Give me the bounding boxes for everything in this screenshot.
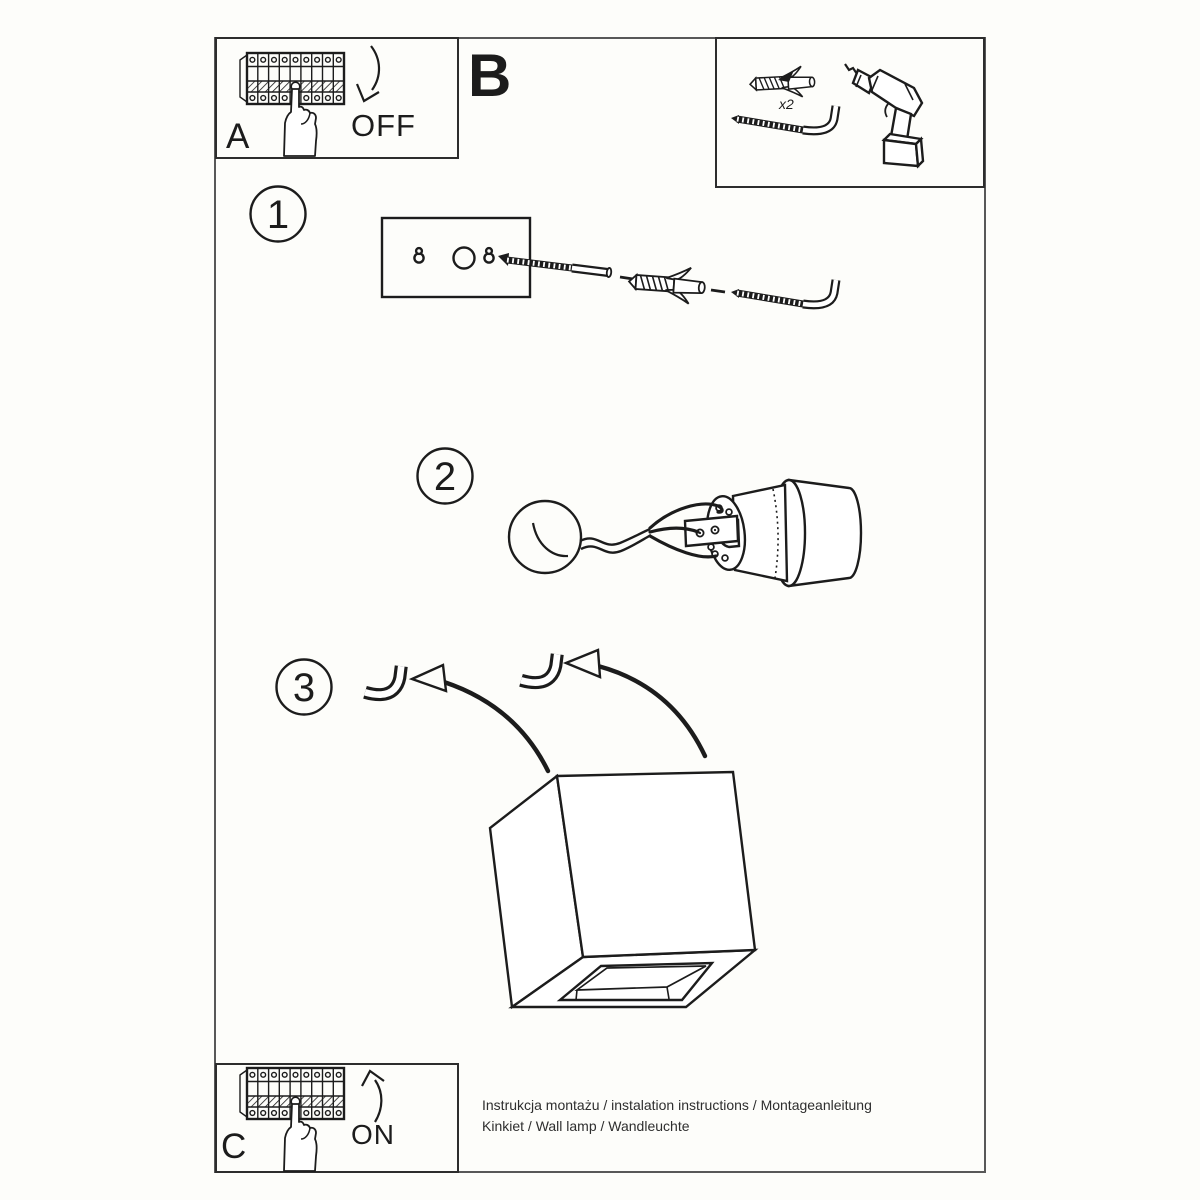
step-1: 1 xyxy=(249,185,837,305)
power-on-panel: C ON xyxy=(215,1063,459,1173)
assembly-dash xyxy=(619,275,634,281)
step-1-number: 1 xyxy=(267,193,289,237)
footer-line-1: Instrukcja montażu / instalation instruc… xyxy=(482,1097,872,1113)
panel-c-state: ON xyxy=(351,1119,395,1150)
footer-line-2: Kinkiet / Wall lamp / Wandleuchte xyxy=(482,1118,690,1134)
screw-icon xyxy=(498,253,613,278)
curved-arrow-up-icon xyxy=(361,1069,385,1123)
tools-box xyxy=(715,37,985,188)
curved-arrow-down-icon xyxy=(355,45,381,103)
lamp-opening xyxy=(556,961,715,1002)
panel-a-state: OFF xyxy=(351,108,416,143)
insert-arrow-icon xyxy=(778,70,794,82)
drill-icon xyxy=(844,63,925,169)
power-off-panel: A OFF xyxy=(215,37,459,159)
wires-icon xyxy=(579,502,724,559)
section-b-label: B xyxy=(468,42,511,109)
curved-arrow-left-icon xyxy=(408,663,551,774)
cube-lamp-icon xyxy=(488,770,759,1010)
curved-arrow-right-icon xyxy=(562,648,708,759)
sheet-border xyxy=(214,37,986,1173)
step-2-badge xyxy=(416,447,474,505)
footer-caption: Instrukcja montażu / instalation instruc… xyxy=(482,1097,872,1134)
anchor-quantity: x2 xyxy=(778,96,794,112)
panel-a-label: A xyxy=(226,117,250,156)
panel-c-label: C xyxy=(221,1127,246,1166)
step-3-badge xyxy=(275,658,333,716)
assembly-dash xyxy=(710,288,726,294)
lamp-socket-icon xyxy=(683,478,863,588)
cable-coil-icon xyxy=(507,499,583,575)
step-3: 3 xyxy=(275,648,759,1010)
step-2: 2 xyxy=(416,447,863,588)
tools-panel: x2 xyxy=(715,37,985,188)
step-2-number: 2 xyxy=(434,455,456,499)
step-1-badge xyxy=(249,185,307,243)
step-3-number: 3 xyxy=(293,666,315,710)
